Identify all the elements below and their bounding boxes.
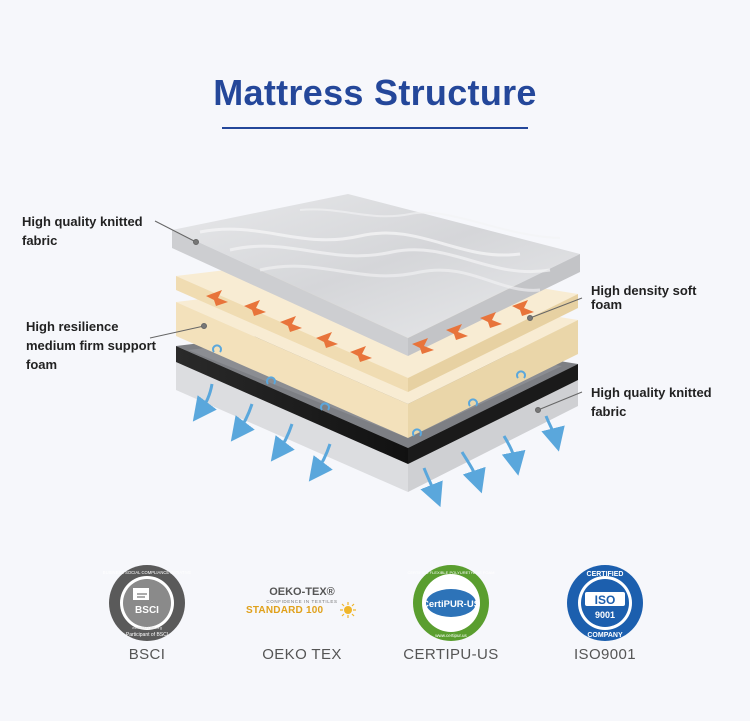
bsci-logo-text: BSCI <box>135 605 159 616</box>
certipur-logo-url-text: www.certipur.us <box>435 633 467 638</box>
certipur-logo: CertiPUR-US CERTIFIED FLEXIBLE POLYURETH… <box>381 562 521 644</box>
oekotex-logo-std-text: STANDARD 100 <box>246 605 324 616</box>
support-foam-label-line1: High resilience <box>26 319 119 334</box>
leader-lines <box>149 220 583 413</box>
bsci-logo-url-text: www.bsci-intl.org <box>132 625 162 630</box>
cert-name-oekotex: OEKO TEX <box>262 646 342 663</box>
bottom-fabric-label: High quality knitted fabric <box>591 383 712 421</box>
certipur-logo-text: CertiPUR-US <box>422 599 480 610</box>
iso-logo-number: 9001 <box>595 610 615 620</box>
iso-logo-bottom-text: COMPANY <box>587 632 623 639</box>
title-underline <box>222 127 528 129</box>
oekotex-logo-sub-text: CONFIDENCE IN TEXTILES <box>266 599 338 604</box>
cert-certipur: CertiPUR-US CERTIFIED FLEXIBLE POLYURETH… <box>381 562 521 663</box>
support-foam-label: High resilience medium firm support foam <box>26 317 156 374</box>
bottom-fabric-label-line2: fabric <box>591 404 627 419</box>
page-title: Mattress Structure <box>213 72 537 113</box>
support-foam-label-line2: medium firm support <box>26 338 157 353</box>
bsci-logo-ring-text: BUSINESS SOCIAL COMPLIANCE INITIATIVE <box>103 570 192 575</box>
oekotex-logo: OEKO-TEX® CONFIDENCE IN TEXTILES STANDAR… <box>232 562 372 644</box>
bottom-fabric-label-line1: High quality knitted <box>591 385 712 400</box>
soft-foam-label: High density soft foam <box>591 284 696 312</box>
cert-name-certipur: CERTIPU-US <box>403 646 499 663</box>
top-fabric-label: High quality knitted fabric <box>22 212 143 250</box>
bsci-logo-bottom-text: Participant of BSCI <box>126 632 168 638</box>
cert-bsci: BSCI Participant of BSCI www.bsci-intl.o… <box>77 562 217 663</box>
support-foam-label-line3: foam <box>26 357 58 372</box>
cert-iso9001: ISO 9001 CERTIFIED COMPANY ISO9001 <box>535 562 675 663</box>
cert-oekotex: OEKO-TEX® CONFIDENCE IN TEXTILES STANDAR… <box>232 562 372 663</box>
blue-airflow-arrows <box>192 383 565 508</box>
iso-logo: ISO 9001 CERTIFIED COMPANY <box>535 562 675 644</box>
bsci-logo: BSCI Participant of BSCI www.bsci-intl.o… <box>77 562 217 644</box>
soft-foam-label-line1: High density soft <box>591 283 697 298</box>
blue-swirl-icons <box>212 344 526 437</box>
sun-icon <box>340 602 356 618</box>
top-fabric-label-line1: High quality knitted <box>22 214 143 229</box>
top-fabric-label-line2: fabric <box>22 233 58 248</box>
iso-logo-top-text: CERTIFIED <box>587 571 624 578</box>
cert-name-bsci: BSCI <box>128 646 166 663</box>
certipur-logo-ring-text: CERTIFIED FLEXIBLE POLYURETHANE FOAM <box>408 570 495 575</box>
soft-foam-label-line2: foam <box>591 297 623 312</box>
oekotex-logo-text: OEKO-TEX® <box>269 586 335 598</box>
mattress-diagram <box>149 194 583 508</box>
orange-arrows <box>206 290 534 362</box>
iso-logo-text: ISO <box>595 593 616 607</box>
cert-name-iso9001: ISO9001 <box>573 646 636 663</box>
